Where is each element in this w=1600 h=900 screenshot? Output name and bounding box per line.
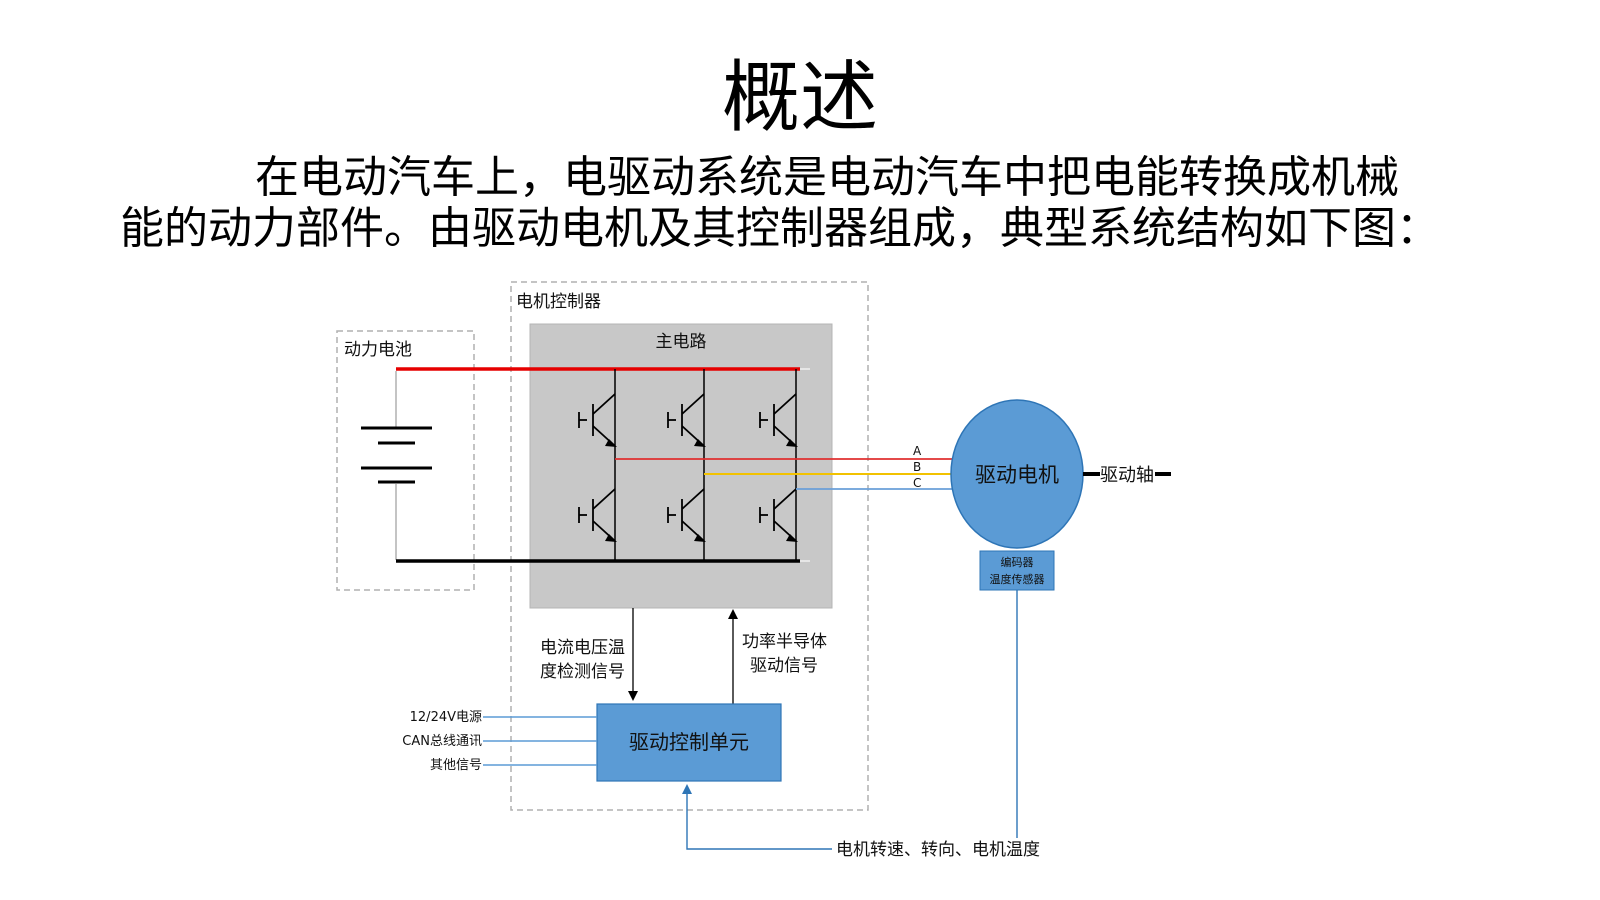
main-circuit-label: 主电路	[656, 332, 707, 352]
page-title: 概述	[721, 53, 878, 143]
input-label-can: CAN总线通讯	[402, 734, 482, 749]
detection-signal-label-2: 度检测信号	[540, 662, 625, 682]
battery-label: 动力电池	[344, 340, 412, 360]
inverter-bridge	[578, 369, 799, 561]
intro-line-2: 能的动力部件。由驱动电机及其控制器组成，典型系统结构如下图：	[120, 203, 1440, 254]
battery-box	[336, 330, 475, 591]
drive-motor-label: 驱动电机	[975, 463, 1059, 487]
drive-shaft-label: 驱动轴	[1100, 465, 1154, 486]
phase-b-label: B	[913, 460, 921, 474]
sensor-label-line2: 温度传感器	[990, 572, 1045, 586]
drive-control-unit	[596, 703, 782, 782]
sensor-label-line1: 编码器	[1001, 555, 1034, 569]
drive-control-unit-label: 驱动控制单元	[629, 730, 749, 754]
motor-controller-box	[510, 281, 869, 811]
drive-signal-label-1: 功率半导体	[742, 632, 827, 652]
drive-signal-label-2: 驱动信号	[750, 656, 818, 676]
main-circuit-block	[529, 323, 833, 609]
motor-feedback-label: 电机转速、转向、电机温度	[836, 840, 1040, 860]
input-label-other: 其他信号	[430, 758, 482, 773]
phase-a-label: A	[913, 444, 922, 458]
detection-signal-label-1: 电流电压温	[540, 638, 625, 658]
battery-symbol	[361, 371, 432, 560]
phase-c-label: C	[913, 476, 921, 490]
sensor-box	[979, 550, 1055, 591]
intro-line-1: 在电动汽车上，电驱动系统是电动汽车中把电能转换成机械	[255, 152, 1399, 203]
input-label-power: 12/24V电源	[410, 710, 482, 725]
motor-controller-label: 电机控制器	[516, 292, 601, 312]
